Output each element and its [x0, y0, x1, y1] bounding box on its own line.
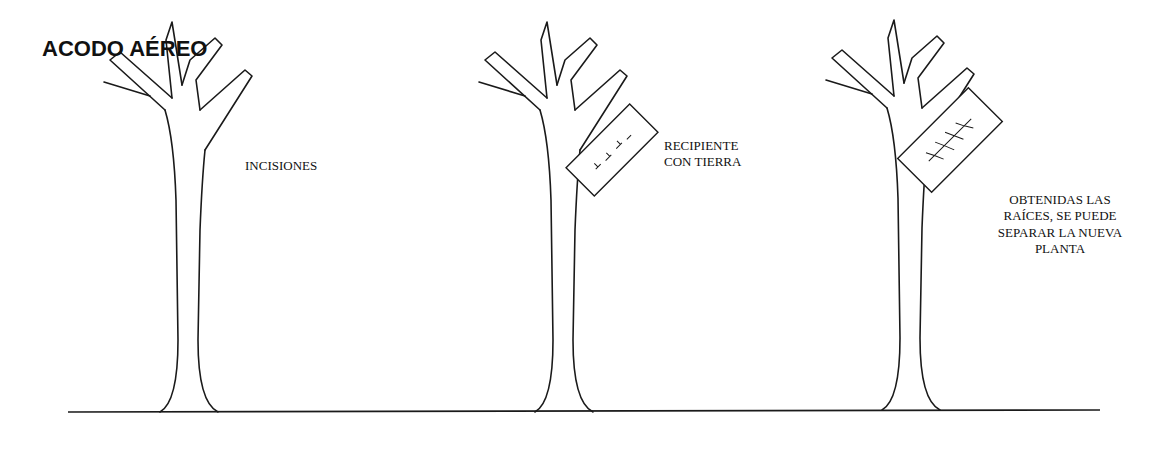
diagram-title: ACODO AÉREO [42, 36, 207, 62]
rooted-container [898, 88, 1003, 193]
tree-3 [826, 20, 974, 410]
incision-label: INCISIONES [245, 158, 355, 174]
ground-line [68, 410, 1100, 412]
result-note: OBTENIDAS LAS RAÍCES, SE PUEDE SEPARAR L… [985, 192, 1135, 257]
soil-container [566, 104, 658, 196]
tree-2 [479, 22, 627, 412]
container-label: RECIPIENTE CON TIERRA [664, 138, 756, 171]
tree-1 [104, 22, 252, 412]
